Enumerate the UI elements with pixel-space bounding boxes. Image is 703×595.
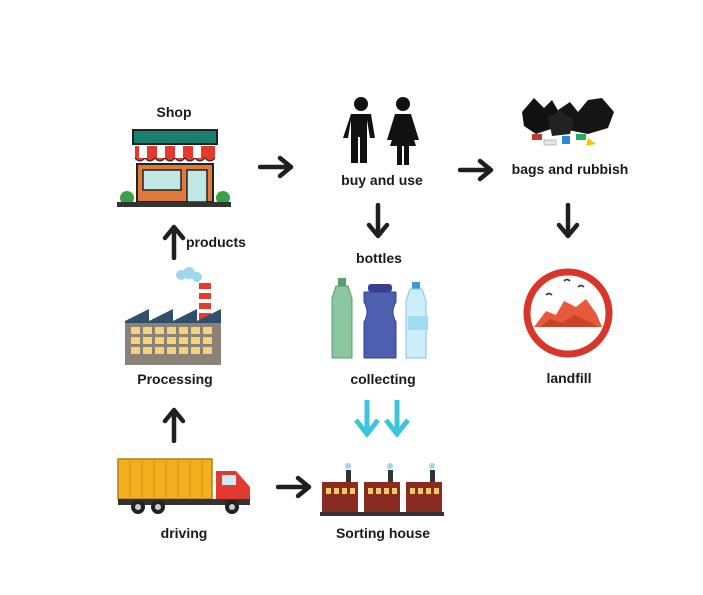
arrow-up-icon: [162, 222, 186, 260]
driving-label: driving: [160, 525, 208, 541]
arrow-up-icon: [162, 405, 186, 443]
truck-icon: [114, 455, 254, 519]
factory-icon: [121, 265, 227, 367]
arrow-down-icon: [556, 203, 580, 241]
sorting-house-icon: [318, 462, 448, 518]
people-icon: [337, 95, 429, 165]
arrow-down-icon: [366, 203, 390, 241]
collecting-label: collecting: [350, 371, 416, 387]
landfill-label: landfill: [546, 370, 592, 386]
sorting-house-label: Sorting house: [335, 525, 431, 541]
bottles-icon: [328, 276, 436, 362]
rubbish-bags-icon: [518, 94, 618, 156]
arrow-right-icon: [458, 158, 496, 182]
bags-and-rubbish-label: bags and rubbish: [511, 161, 629, 177]
double-down-arrow-icon: [352, 398, 414, 442]
shop-icon: [113, 126, 235, 210]
products-label: products: [186, 234, 246, 250]
buy-and-use-label: buy and use: [341, 172, 423, 188]
processing-label: Processing: [137, 371, 213, 387]
landfill-icon: [520, 265, 616, 361]
arrow-right-icon: [276, 475, 314, 499]
arrow-right-icon: [258, 155, 296, 179]
shop-label: Shop: [156, 104, 192, 120]
bottles-label: bottles: [356, 250, 402, 266]
